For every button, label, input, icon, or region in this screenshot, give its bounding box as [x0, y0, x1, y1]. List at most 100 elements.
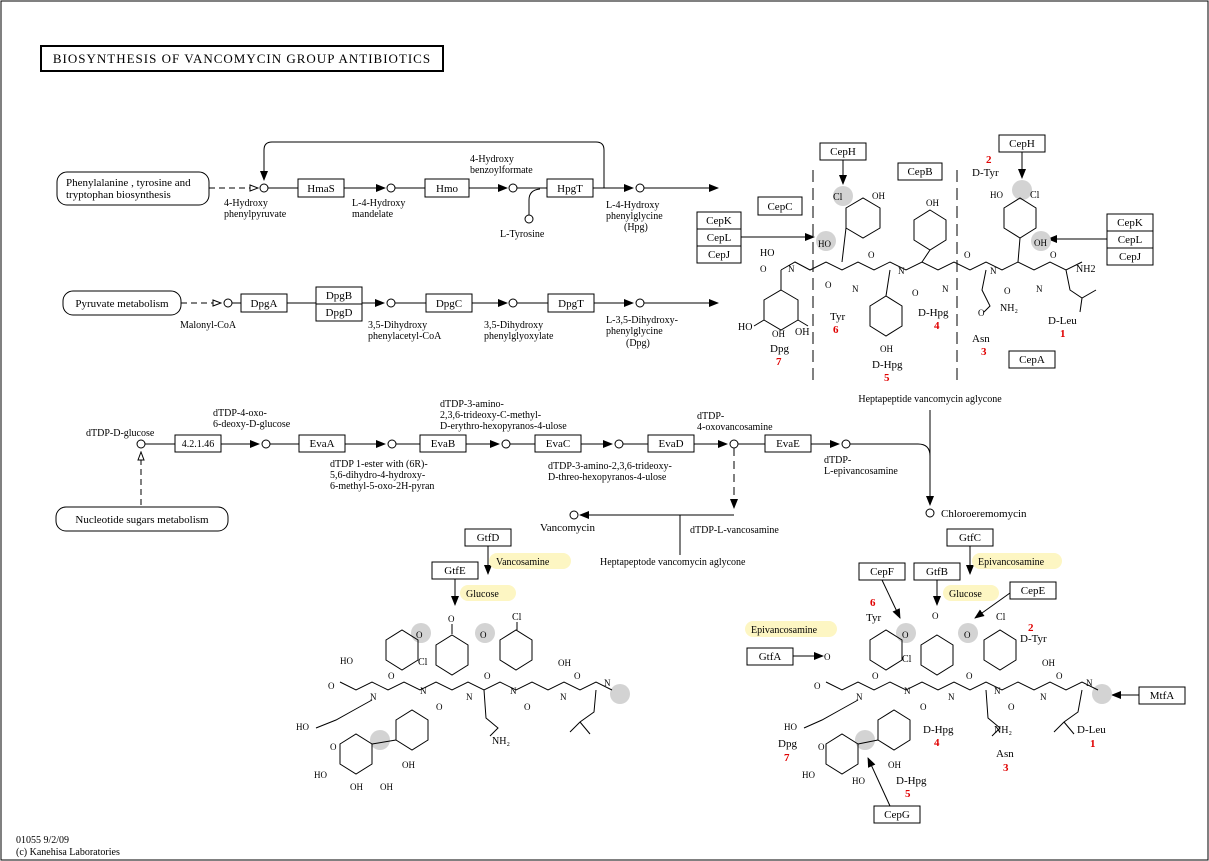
enzyme-evac[interactable]: EvaC — [534, 434, 582, 453]
compound-hpg[interactable] — [635, 183, 645, 193]
svg-text:O: O — [814, 681, 821, 691]
compound-vancomycin[interactable] — [569, 510, 579, 520]
svg-text:Dpg: Dpg — [770, 343, 789, 355]
compound-dhpa-coa[interactable] — [386, 298, 396, 308]
enzyme-group-cepklj-right[interactable]: CepK CepL CepJ — [1106, 213, 1154, 266]
enzyme-hmas[interactable]: HmaS — [297, 178, 345, 198]
label-heptapeptide-upper: Heptapeptide vancomycin aglycone — [858, 394, 1002, 405]
svg-text:Cl: Cl — [902, 654, 912, 665]
enzyme-gtfc[interactable]: GtfC — [946, 528, 994, 547]
svg-text:O: O — [480, 630, 487, 640]
svg-text:Glucose: Glucose — [466, 589, 499, 600]
enzyme-ceph-upper-left[interactable]: CepH — [819, 142, 867, 161]
enzyme-dpga[interactable]: DpgA — [240, 293, 288, 313]
svg-text:4-Hydroxy: 4-Hydroxy — [224, 198, 268, 209]
svg-text:Vancosamine: Vancosamine — [496, 557, 550, 568]
enzyme-ceph-upper-right[interactable]: CepH — [998, 134, 1046, 153]
compound-dtdp-4oxo[interactable] — [261, 439, 271, 449]
svg-text:N: N — [1040, 692, 1047, 702]
svg-text:phenylglyoxylate: phenylglyoxylate — [484, 331, 554, 342]
svg-text:D-Tyr: D-Tyr — [1020, 633, 1047, 645]
enzyme-mtfa[interactable]: MtfA — [1138, 686, 1186, 705]
svg-text:2,3,6-trideoxy-C-methyl-: 2,3,6-trideoxy-C-methyl- — [440, 410, 541, 421]
svg-text:OH: OH — [795, 327, 809, 338]
svg-text:OH: OH — [558, 658, 571, 668]
enzyme-evaa[interactable]: EvaA — [298, 434, 346, 453]
svg-text:O: O — [524, 702, 531, 712]
compound-tyrosine[interactable] — [524, 214, 534, 224]
svg-text:HO: HO — [760, 248, 774, 259]
compound-dtdp-3amino-ulose[interactable] — [501, 439, 511, 449]
svg-text:D-Hpg: D-Hpg — [872, 359, 903, 371]
svg-text:CepL: CepL — [707, 232, 732, 244]
svg-text:NH₂: NH₂ — [492, 736, 510, 747]
enzyme-gtfa[interactable]: GtfA — [746, 647, 794, 666]
svg-text:HO: HO — [314, 770, 327, 780]
svg-text:6: 6 — [870, 597, 876, 609]
enzyme-evad[interactable]: EvaD — [647, 434, 695, 453]
enzyme-evae[interactable]: EvaE — [764, 434, 812, 453]
svg-text:Epivancosamine: Epivancosamine — [978, 557, 1045, 568]
svg-text:D-Hpg: D-Hpg — [918, 307, 949, 319]
svg-text:O: O — [484, 671, 491, 681]
compound-chloroeremomycin[interactable] — [925, 508, 935, 518]
compound-dpg[interactable] — [635, 298, 645, 308]
compound-malonyl-coa[interactable] — [223, 298, 233, 308]
svg-text:NH2: NH2 — [1076, 264, 1095, 275]
pathway-link-phe-tyr-trp[interactable]: Phenylalanine , tyrosine and tryptophan … — [56, 171, 210, 206]
enzyme-cepc[interactable]: CepC — [757, 196, 803, 216]
svg-text:5,6-dihydro-4-hydroxy-: 5,6-dihydro-4-hydroxy- — [330, 470, 425, 481]
svg-text:O: O — [902, 630, 909, 640]
svg-text:3: 3 — [981, 346, 987, 358]
svg-text:Chloroeremomycin: Chloroeremomycin — [941, 508, 1027, 520]
enzyme-evab[interactable]: EvaB — [419, 434, 467, 453]
enzyme-gtfe[interactable]: GtfE — [431, 561, 479, 580]
enzyme-cepa[interactable]: CepA — [1008, 350, 1056, 369]
compound-dtdp-1ester[interactable] — [387, 439, 397, 449]
svg-text:dTDP-3-amino-: dTDP-3-amino- — [440, 399, 504, 410]
enzyme-cepg[interactable]: CepG — [873, 805, 921, 824]
svg-text:Cl: Cl — [512, 612, 522, 623]
compound-hydroxyphenylpyruvate[interactable] — [259, 183, 269, 193]
svg-text:Cl: Cl — [833, 192, 843, 203]
enzyme-hmo[interactable]: Hmo — [424, 178, 470, 198]
enzyme-dpgd[interactable]: DpgD — [315, 303, 363, 322]
compound-dtdp-4oxovancosamine[interactable] — [729, 439, 739, 449]
svg-text:4-Hydroxy: 4-Hydroxy — [470, 154, 514, 165]
compound-dhpglyoxylate[interactable] — [508, 298, 518, 308]
svg-text:HO: HO — [802, 770, 815, 780]
compound-dtdp-3amino-threo[interactable] — [614, 439, 624, 449]
enzyme-dpgc[interactable]: DpgC — [425, 293, 473, 313]
enzyme-dpgt[interactable]: DpgT — [547, 293, 595, 313]
svg-text:dTDP 1-ester with (6R)-: dTDP 1-ester with (6R)- — [330, 459, 428, 470]
svg-text:O: O — [416, 630, 423, 640]
enzyme-dpgb[interactable]: DpgB — [315, 286, 363, 305]
pathway-link-nucleotide-sugars[interactable]: Nucleotide sugars metabolism — [55, 506, 229, 532]
compound-dtdp-epivancosamine[interactable] — [841, 439, 851, 449]
svg-text:Dpg: Dpg — [778, 738, 797, 750]
svg-text:Cl: Cl — [1030, 190, 1040, 201]
enzyme-gtfd[interactable]: GtfD — [464, 528, 512, 547]
enzyme-group-cepklj-left[interactable]: CepK CepL CepJ — [696, 211, 742, 264]
compound-hydroxybenzoylformate[interactable] — [508, 183, 518, 193]
enzyme-hpgt[interactable]: HpgT — [546, 178, 594, 198]
svg-text:L-4-Hydroxy: L-4-Hydroxy — [606, 200, 659, 211]
compound-hydroxymandelate[interactable] — [386, 183, 396, 193]
enzyme-cepf[interactable]: CepF — [858, 562, 906, 581]
enzyme-4-2-1-46[interactable]: 4.2.1.46 — [174, 434, 222, 453]
svg-text:N: N — [994, 686, 1001, 696]
enzyme-gtfb[interactable]: GtfB — [913, 562, 961, 581]
enzyme-cepb[interactable]: CepB — [897, 162, 943, 181]
compound-dtdp-glucose[interactable] — [136, 439, 146, 449]
enzyme-cepe[interactable]: CepE — [1009, 581, 1057, 600]
svg-text:Phenylalanine , tyrosine and: Phenylalanine , tyrosine and — [66, 177, 191, 189]
title-box: BIOSYNTHESIS OF VANCOMYCIN GROUP ANTIBIO… — [40, 45, 444, 72]
pathway-link-pyruvate[interactable]: Pyruvate metabolism — [62, 290, 182, 316]
svg-text:CepA: CepA — [1019, 354, 1045, 366]
svg-text:OH: OH — [926, 198, 939, 208]
svg-text:O: O — [1050, 250, 1057, 260]
svg-text:N: N — [604, 678, 611, 688]
svg-text:O: O — [824, 652, 831, 662]
svg-text:N: N — [942, 284, 949, 294]
